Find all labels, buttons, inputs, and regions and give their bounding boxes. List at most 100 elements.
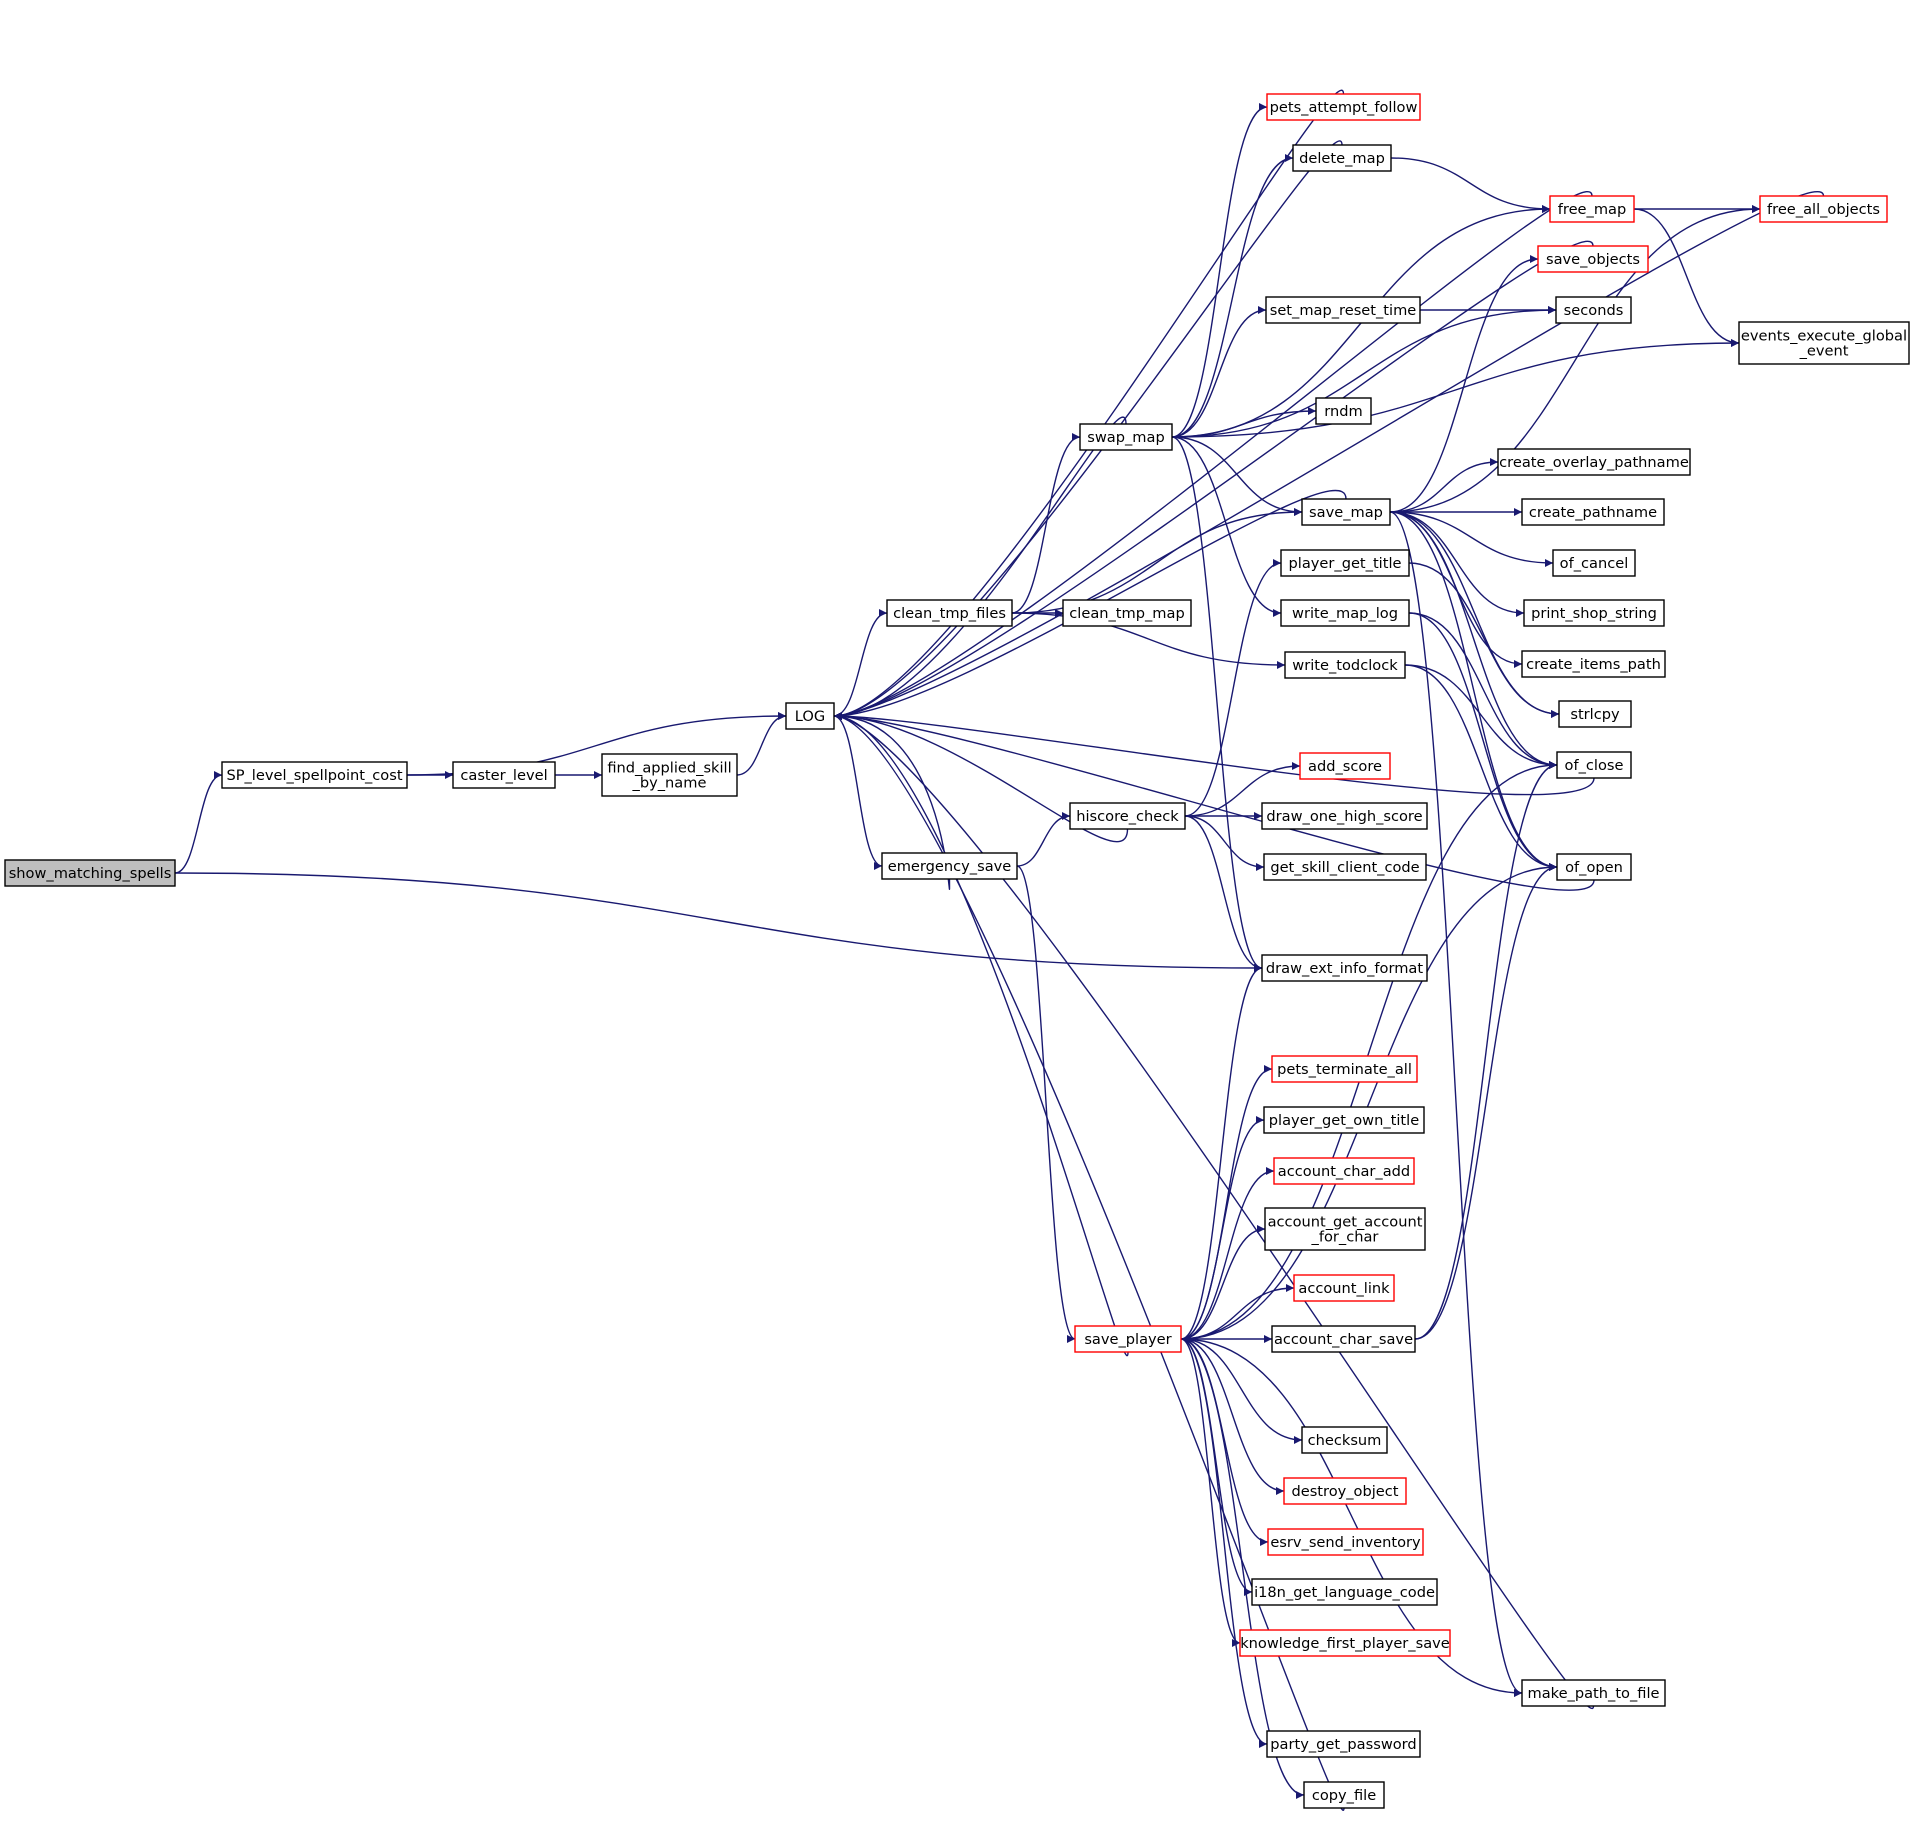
node-label: set_map_reset_time bbox=[1270, 302, 1417, 319]
node-box bbox=[1261, 802, 1428, 830]
edge-show_matching_spells-to-SP_level_spellpoint_cost bbox=[174, 771, 223, 874]
edge-clean_tmp_files-to-save_map bbox=[1011, 508, 1303, 614]
node-label: _for_char bbox=[1311, 1229, 1379, 1246]
node-i18n_get_language_code[interactable]: i18n_get_language_code bbox=[1251, 1578, 1438, 1606]
node-set_map_reset_time[interactable]: set_map_reset_time bbox=[1265, 296, 1421, 324]
node-label: strlcpy bbox=[1570, 706, 1620, 723]
node-player_get_own_title[interactable]: player_get_own_title bbox=[1263, 1106, 1425, 1134]
node-free_map[interactable]: free_map bbox=[1549, 195, 1635, 223]
node-label: checksum bbox=[1308, 1432, 1382, 1449]
node-find_applied_skill_by_name[interactable]: find_applied_skill_by_name bbox=[601, 753, 738, 797]
edge-copy_file-to-LOG bbox=[833, 712, 1345, 1811]
node-label: get_skill_client_code bbox=[1270, 859, 1419, 876]
node-box bbox=[1299, 752, 1391, 780]
node-add_score[interactable]: add_score bbox=[1299, 752, 1391, 780]
node-of_open[interactable]: of_open bbox=[1556, 853, 1632, 881]
node-save_map[interactable]: save_map bbox=[1301, 498, 1391, 526]
node-events_execute_global_event[interactable]: events_execute_global_event bbox=[1738, 321, 1910, 365]
node-seconds[interactable]: seconds bbox=[1555, 296, 1632, 324]
node-box bbox=[1537, 245, 1649, 273]
node-player_get_title[interactable]: player_get_title bbox=[1280, 549, 1410, 577]
node-box bbox=[1074, 1325, 1182, 1353]
node-write_map_log[interactable]: write_map_log bbox=[1280, 599, 1410, 627]
node-hiscore_check[interactable]: hiscore_check bbox=[1069, 802, 1186, 830]
node-label: print_shop_string bbox=[1531, 605, 1657, 622]
node-account_link[interactable]: account_link bbox=[1293, 1274, 1395, 1302]
node-label: hiscore_check bbox=[1076, 808, 1179, 825]
node-label: draw_ext_info_format bbox=[1266, 960, 1423, 977]
node-clean_tmp_map[interactable]: clean_tmp_map bbox=[1062, 599, 1192, 627]
node-pets_terminate_all[interactable]: pets_terminate_all bbox=[1271, 1055, 1418, 1083]
node-make_path_to_file[interactable]: make_path_to_file bbox=[1521, 1679, 1666, 1707]
node-label: destroy_object bbox=[1291, 1483, 1398, 1500]
node-box bbox=[1273, 1157, 1415, 1185]
node-label: create_pathname bbox=[1529, 504, 1657, 521]
node-box bbox=[1264, 1207, 1426, 1251]
node-account_char_add[interactable]: account_char_add bbox=[1273, 1157, 1415, 1185]
edge-hiscore_check-to-LOG bbox=[833, 712, 1129, 843]
node-esrv_send_inventory[interactable]: esrv_send_inventory bbox=[1267, 1528, 1424, 1556]
node-emergency_save[interactable]: emergency_save bbox=[881, 852, 1018, 880]
edge-swap_map-to-set_map_reset_time bbox=[1171, 306, 1267, 438]
node-delete_map[interactable]: delete_map bbox=[1292, 144, 1392, 172]
node-strlcpy[interactable]: strlcpy bbox=[1558, 700, 1632, 728]
node-label: save_player bbox=[1084, 1331, 1171, 1348]
edge-free_map-to-events_execute_global_event bbox=[1633, 208, 1740, 347]
node-show_matching_spells[interactable]: show_matching_spells bbox=[4, 859, 176, 887]
node-label: make_path_to_file bbox=[1527, 1685, 1659, 1702]
node-box bbox=[1738, 321, 1910, 365]
edge-save_player-to-knowledge_first_player_save bbox=[1180, 1338, 1241, 1647]
node-account_get_account_for_char[interactable]: account_get_account_for_char bbox=[1264, 1207, 1426, 1251]
node-rndm[interactable]: rndm bbox=[1315, 397, 1372, 425]
node-pets_attempt_follow[interactable]: pets_attempt_follow bbox=[1266, 93, 1421, 121]
node-of_cancel[interactable]: of_cancel bbox=[1552, 549, 1636, 577]
node-box bbox=[881, 852, 1018, 880]
node-clean_tmp_files[interactable]: clean_tmp_files bbox=[886, 599, 1013, 627]
node-party_get_password[interactable]: party_get_password bbox=[1266, 1730, 1421, 1758]
node-swap_map[interactable]: swap_map bbox=[1079, 423, 1173, 451]
node-box bbox=[1523, 599, 1665, 627]
node-label: swap_map bbox=[1087, 429, 1164, 446]
node-label: of_cancel bbox=[1560, 555, 1629, 572]
node-get_skill_client_code[interactable]: get_skill_client_code bbox=[1263, 853, 1427, 881]
edge-emergency_save-to-save_player bbox=[1016, 865, 1076, 1343]
node-box bbox=[1521, 1679, 1666, 1707]
node-label: emergency_save bbox=[888, 858, 1012, 875]
node-create_pathname[interactable]: create_pathname bbox=[1521, 498, 1665, 526]
edge-LOG-to-emergency_save bbox=[833, 715, 883, 870]
node-label: show_matching_spells bbox=[9, 865, 172, 882]
edge-save_player-to-destroy_object bbox=[1180, 1338, 1285, 1495]
node-box bbox=[1079, 423, 1173, 451]
node-box bbox=[1280, 549, 1410, 577]
node-knowledge_first_player_save[interactable]: knowledge_first_player_save bbox=[1239, 1629, 1451, 1657]
node-draw_ext_info_format[interactable]: draw_ext_info_format bbox=[1261, 954, 1428, 982]
node-save_player[interactable]: save_player bbox=[1074, 1325, 1182, 1353]
edge-save_map-to-create_overlay_pathname bbox=[1389, 458, 1499, 513]
node-label: draw_one_high_score bbox=[1266, 808, 1422, 825]
node-destroy_object[interactable]: destroy_object bbox=[1283, 1477, 1407, 1505]
node-checksum[interactable]: checksum bbox=[1301, 1426, 1388, 1454]
edge-save_player-to-of_close bbox=[1180, 761, 1558, 1340]
node-label: clean_tmp_files bbox=[893, 605, 1006, 622]
node-caster_level[interactable]: caster_level bbox=[452, 761, 556, 789]
edge-layer bbox=[174, 89, 1825, 1811]
node-create_items_path[interactable]: create_items_path bbox=[1521, 650, 1666, 678]
node-draw_one_high_score[interactable]: draw_one_high_score bbox=[1261, 802, 1428, 830]
node-save_objects[interactable]: save_objects bbox=[1537, 245, 1649, 273]
node-write_todclock[interactable]: write_todclock bbox=[1284, 651, 1406, 679]
edge-free_map-to-LOG bbox=[833, 191, 1593, 720]
node-copy_file[interactable]: copy_file bbox=[1303, 1781, 1385, 1809]
node-free_all_objects[interactable]: free_all_objects bbox=[1759, 195, 1888, 223]
node-LOG[interactable]: LOG bbox=[785, 702, 835, 730]
node-SP_level_spellpoint_cost[interactable]: SP_level_spellpoint_cost bbox=[221, 761, 408, 789]
node-box bbox=[221, 761, 408, 789]
edge-write_map_log-to-of_open bbox=[1408, 612, 1558, 871]
node-box bbox=[1555, 296, 1632, 324]
node-box bbox=[1263, 853, 1427, 881]
node-print_shop_string[interactable]: print_shop_string bbox=[1523, 599, 1665, 627]
node-box bbox=[1280, 599, 1410, 627]
node-of_close[interactable]: of_close bbox=[1556, 751, 1632, 779]
node-account_char_save[interactable]: account_char_save bbox=[1271, 1325, 1416, 1353]
node-create_overlay_pathname[interactable]: create_overlay_pathname bbox=[1497, 448, 1691, 476]
